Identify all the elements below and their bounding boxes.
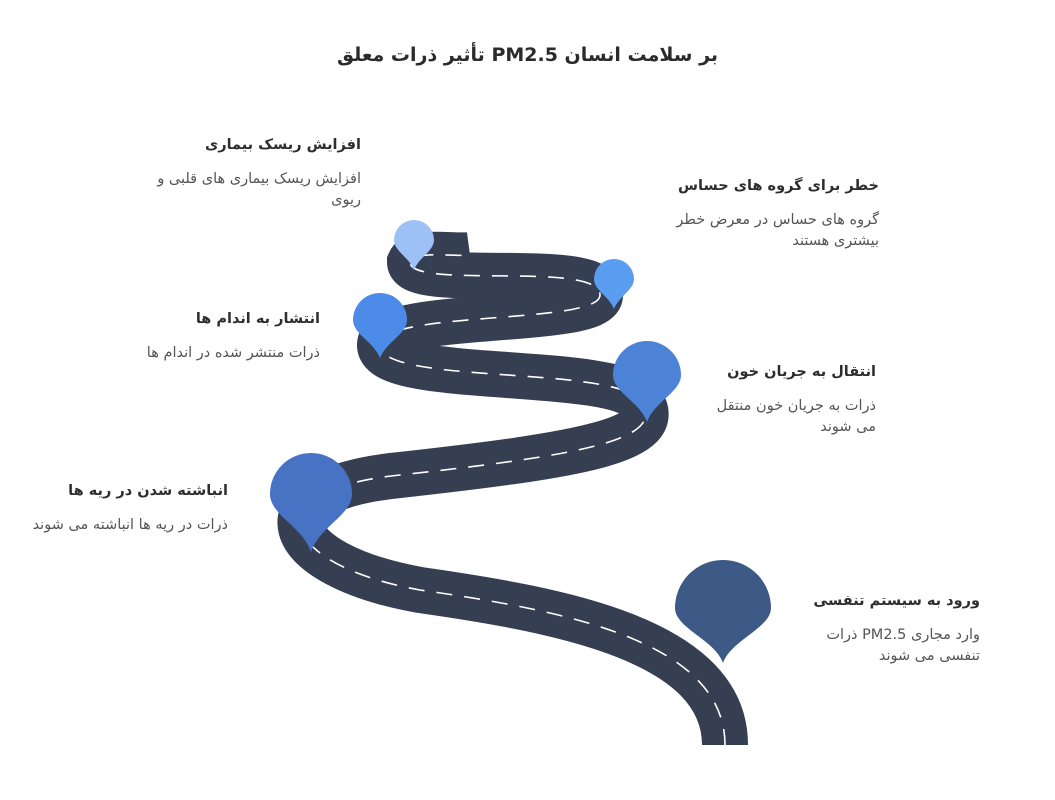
- step-disease: افزایش ریسک بیماری افزایش ریسک بیماری ها…: [145, 137, 361, 211]
- map-pin-lungs: [269, 452, 352, 552]
- map-pin-organs: [353, 293, 407, 358]
- step-blood-title: انتقال به جریان خون: [727, 364, 876, 380]
- step-sensitive-title: خطر برای گروه های حساس: [678, 178, 879, 194]
- map-pin-entry: [675, 560, 771, 663]
- step-organs-desc: ذرات منتشر شده در اندام ها: [146, 345, 320, 361]
- map-pin-disease: [394, 220, 434, 270]
- step-lungs-title: انباشته شدن در ریه ها: [68, 483, 228, 499]
- step-lungs: انباشته شدن در ریه ها ذرات در ریه ها انب…: [20, 483, 228, 536]
- step-blood-desc: ذرات به جریان خون منتقل می شوند: [716, 398, 876, 435]
- step-organs-title: انتشار به اندام ها: [195, 311, 320, 327]
- step-disease-desc: افزایش ریسک بیماری های قلبی و ریوی: [157, 171, 361, 208]
- map-pin-blood: [613, 341, 681, 422]
- step-entry: ورود به سیستم تنفسی وارد مجاری PM2.5 ذرا…: [790, 593, 980, 667]
- step-sensitive: خطر برای گروه های حساس گروه های حساس در …: [665, 178, 879, 252]
- step-blood: انتقال به جریان خون ذرات به جریان خون من…: [700, 364, 876, 438]
- step-lungs-desc: ذرات در ریه ها انباشته می شوند: [32, 517, 228, 533]
- step-disease-title: افزایش ریسک بیماری: [204, 137, 361, 153]
- step-sensitive-desc: گروه های حساس در معرض خطر بیشتری هستند: [676, 212, 879, 249]
- step-organs: انتشار به اندام ها ذرات منتشر شده در اند…: [100, 311, 320, 364]
- diagram-title: بر سلامت انسان PM2.5 تأثیر ذرات معلق: [336, 44, 719, 66]
- step-entry-desc: وارد مجاری PM2.5 ذرات تنفسی می شوند: [826, 627, 980, 664]
- step-entry-title: ورود به سیستم تنفسی: [813, 593, 980, 609]
- map-pin-sensitive: [594, 259, 634, 309]
